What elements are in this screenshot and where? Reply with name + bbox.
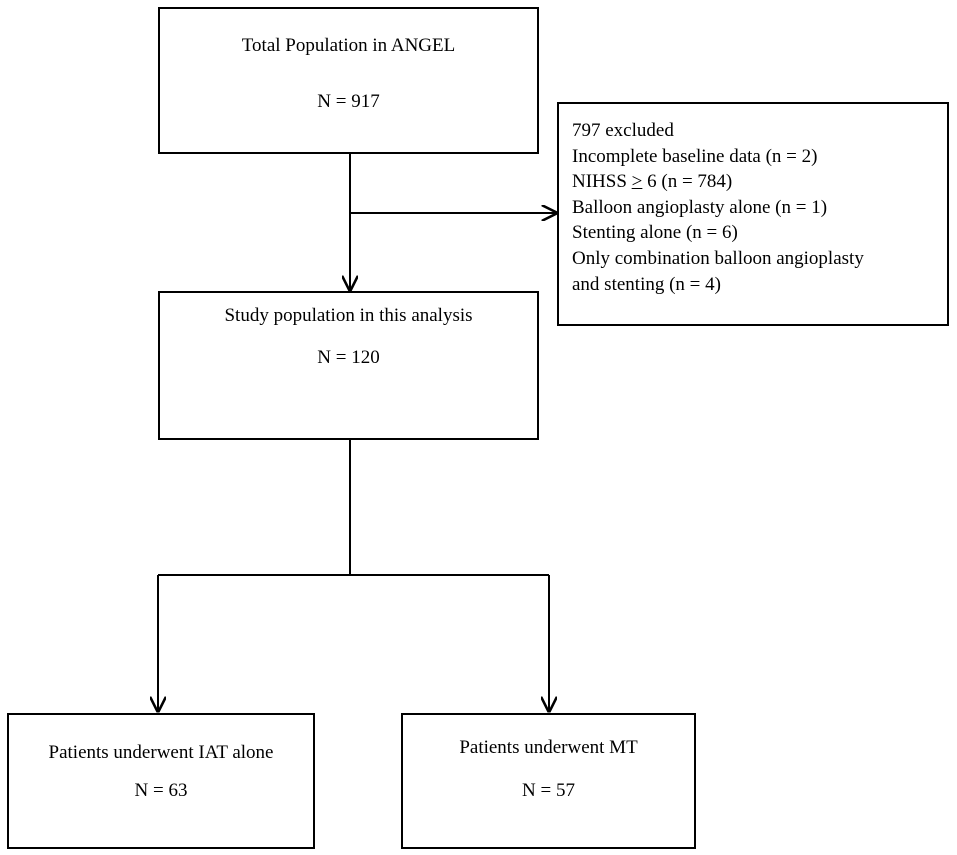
- total-population-title: Total Population in ANGEL: [241, 35, 456, 56]
- total-population-box: Total Population in ANGEL N = 917: [158, 7, 539, 154]
- iat-alone-title: Patients underwent IAT alone: [48, 742, 274, 763]
- excluded-item-nihss: NIHSS > 6 (n = 784): [572, 169, 864, 195]
- study-population-box: Study population in this analysis N = 12…: [158, 291, 539, 440]
- excluded-list: 797 excluded Incomplete baseline data (n…: [572, 118, 864, 297]
- study-population-title: Study population in this analysis: [224, 305, 473, 326]
- study-population-count: N = 120: [317, 347, 380, 368]
- excluded-item-combination-cont: and stenting (n = 4): [572, 273, 721, 295]
- mt-box: Patients underwent MT N = 57: [401, 713, 696, 849]
- total-population-count: N = 917: [317, 91, 380, 112]
- excluded-heading: 797 excluded: [572, 120, 674, 141]
- excluded-item-balloon: Balloon angioplasty alone (n = 1): [572, 196, 828, 218]
- excluded-box: 797 excluded Incomplete baseline data (n…: [557, 102, 949, 326]
- iat-alone-box: Patients underwent IAT alone N = 63: [7, 713, 315, 849]
- excluded-item-combination: Only combination balloon angioplasty: [572, 247, 864, 269]
- iat-alone-count: N = 63: [134, 780, 188, 801]
- nihss-count: 6 (n = 784): [642, 171, 733, 193]
- nihss-label: NIHSS: [572, 171, 632, 193]
- mt-count: N = 57: [522, 780, 575, 801]
- excluded-item-baseline: Incomplete baseline data (n = 2): [572, 145, 818, 167]
- mt-title: Patients underwent MT: [459, 737, 638, 758]
- excluded-item-stenting: Stenting alone (n = 6): [572, 222, 738, 244]
- greater-equal-symbol: >: [631, 171, 643, 193]
